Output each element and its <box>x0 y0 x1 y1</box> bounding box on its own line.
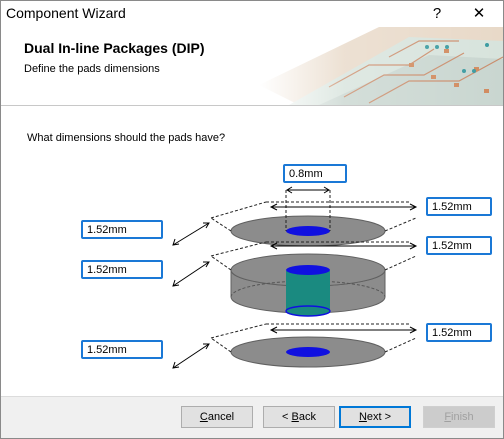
page-subtitle: Define the pads dimensions <box>24 63 160 75</box>
wizard-footer: Cancel < Back Next > Finish <box>1 396 503 438</box>
title-bar: Component Wizard ? ✕ <box>1 1 503 27</box>
bottom-pad-x-input[interactable] <box>426 323 492 342</box>
plated-barrel <box>286 271 330 311</box>
close-button[interactable]: ✕ <box>472 5 486 22</box>
hole-size-input[interactable] <box>283 164 347 183</box>
back-button[interactable]: < Back <box>263 406 335 428</box>
bottom-hole-icon <box>286 347 330 357</box>
cancel-button[interactable]: Cancel <box>181 406 253 428</box>
top-pad-y-input[interactable] <box>81 220 163 239</box>
dimension-guides <box>210 190 417 353</box>
wizard-content: What dimensions should the pads have? <box>1 106 503 396</box>
middle-hole-icon <box>286 265 330 275</box>
mid-pad-y-input[interactable] <box>81 260 163 279</box>
mid-pad-x-input[interactable] <box>426 236 492 255</box>
dimension-arrows <box>172 186 418 369</box>
pad-diagram <box>172 186 418 369</box>
next-button[interactable]: Next > <box>339 406 411 428</box>
help-button[interactable]: ? <box>432 5 442 22</box>
finish-button[interactable]: Finish <box>423 406 495 428</box>
top-hole-icon <box>286 226 330 236</box>
question-text: What dimensions should the pads have? <box>27 132 226 144</box>
top-pad-x-input[interactable] <box>426 197 492 216</box>
page-title: Dual In-line Packages (DIP) <box>24 40 205 56</box>
wizard-header: Dual In-line Packages (DIP) Define the p… <box>1 27 503 106</box>
bottom-pad-y-input[interactable] <box>81 340 163 359</box>
pcb-banner-image <box>259 27 503 105</box>
window-title: Component Wizard <box>6 5 126 21</box>
